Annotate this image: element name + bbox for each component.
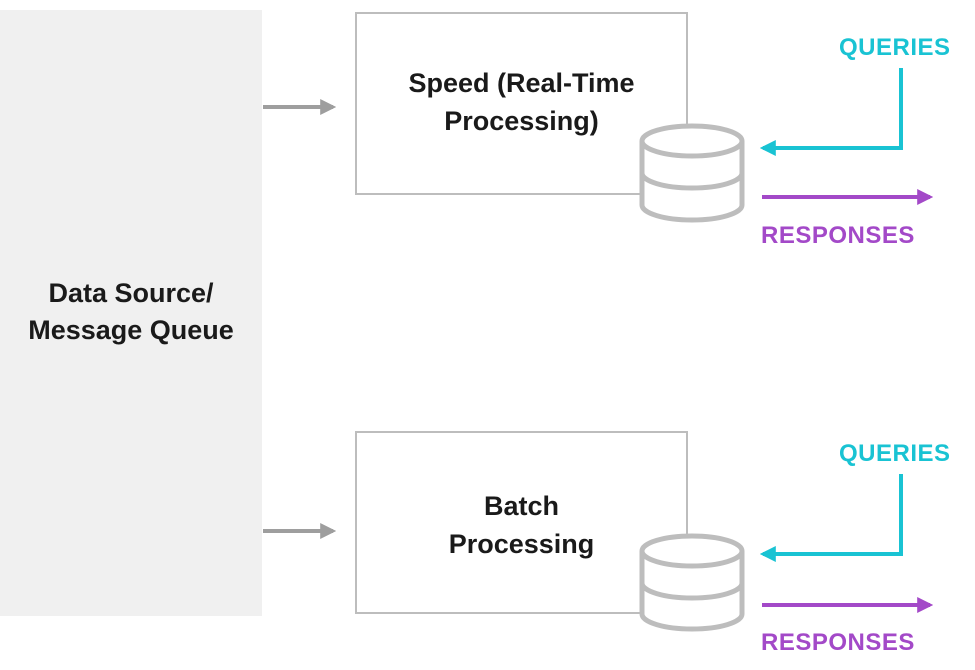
speed-queries-label: QUERIES [839,34,951,61]
data-source-label: Data Source/ Message Queue [0,275,262,349]
speed-layer-box [355,12,688,195]
speed-layer-label: Speed (Real-Time Processing) [355,64,688,140]
batch-responses-label: RESPONSES [761,629,915,656]
batch-queries-label: QUERIES [839,440,951,467]
data-source-label-line1: Data Source/ [48,278,214,308]
speed-database-icon [639,123,745,223]
speed-layer-label-line2: Processing) [444,106,599,136]
batch-layer-box [355,431,688,614]
speed-responses-label: RESPONSES [761,222,915,249]
speed-layer-label-line1: Speed (Real-Time [408,68,635,98]
batch-queries-arrow [759,474,903,562]
data-source-panel [0,10,262,616]
batch-database-icon [639,533,745,632]
batch-layer-label-line2: Processing [448,529,595,559]
speed-queries-arrow [759,68,903,156]
data-source-label-line2: Message Queue [28,315,234,345]
batch-layer-label-line1: Batch [483,491,559,521]
batch-layer-label: Batch Processing [355,487,688,563]
